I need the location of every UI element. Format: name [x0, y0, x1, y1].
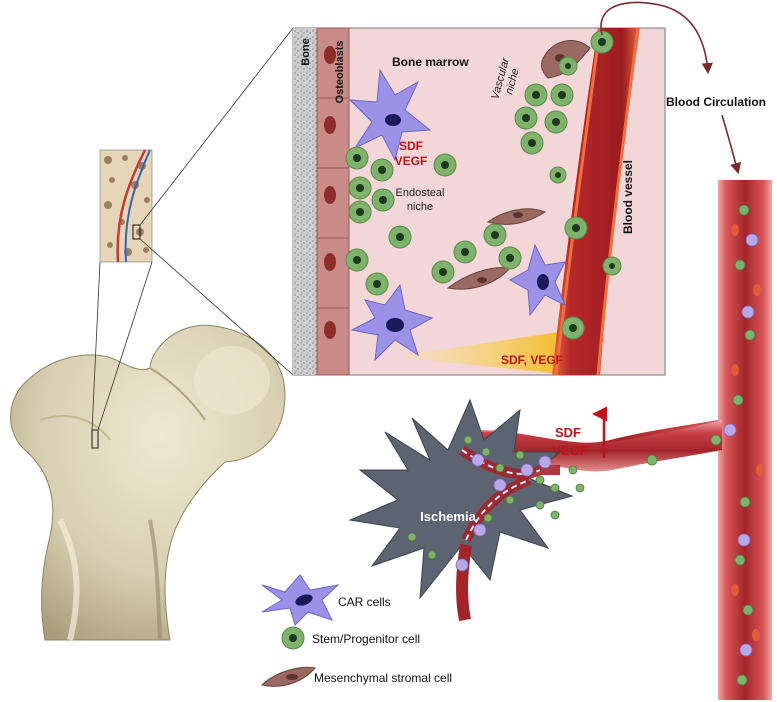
legend: CAR cells Stem/Progenitor cell Mesenchym… — [260, 574, 452, 687]
bone-label: Bone — [300, 38, 312, 66]
ischemia-label: Ischemia — [420, 509, 476, 524]
bone-section-thumbnail — [99, 149, 153, 263]
inset-blood-vessel — [552, 27, 640, 376]
inset-vegf-label: VEGF — [395, 154, 428, 168]
osteoblasts-label: Osteoblasts — [334, 41, 346, 104]
ischemia-sdf-label: SDF — [555, 425, 581, 440]
legend-car-cell-icon — [261, 574, 340, 626]
circulation-arrows: Blood Circulation — [600, 1, 766, 175]
endosteal-niche-label-1: Endosteal — [396, 187, 445, 199]
legend-stromal-cell-icon — [260, 666, 316, 687]
endosteal-niche-label-2: niche — [407, 201, 433, 213]
legend-car-cells-label: CAR cells — [338, 595, 391, 609]
ischemia-vegf-label: VEGF — [552, 443, 587, 458]
legend-stem-cell-icon — [281, 626, 305, 650]
ischemia-region: Ischemia SDF VEGF — [348, 398, 607, 622]
blood-circulation-label: Blood Circulation — [666, 95, 766, 109]
femur-bone-illustration — [10, 324, 286, 641]
marrow-inset-panel: Bone Osteoblasts Bone marrow Vascular ni… — [292, 27, 666, 376]
legend-stromal-cell-label: Mesenchymal stromal cell — [314, 671, 452, 685]
inset-sdf-label: SDF — [399, 139, 423, 153]
systemic-vessel — [470, 180, 772, 700]
legend-stem-cell-label: Stem/Progenitor cell — [312, 632, 420, 646]
gradient-wedge — [405, 330, 572, 375]
section-zoom-box — [132, 224, 141, 240]
bone-layer — [293, 28, 317, 375]
blood-vessel-label: Blood vessel — [621, 160, 635, 234]
bone-marrow-label: Bone marrow — [392, 55, 469, 69]
zoom-lines-inset — [139, 27, 294, 376]
zoom-lines-femur — [91, 261, 153, 431]
ischemia-starburst — [348, 398, 574, 600]
inset-stem-cells — [345, 30, 622, 340]
gradient-label: SDF, VEGF — [501, 353, 563, 367]
femur-zoom-box — [91, 429, 99, 449]
osteoblast-layer — [316, 27, 350, 376]
